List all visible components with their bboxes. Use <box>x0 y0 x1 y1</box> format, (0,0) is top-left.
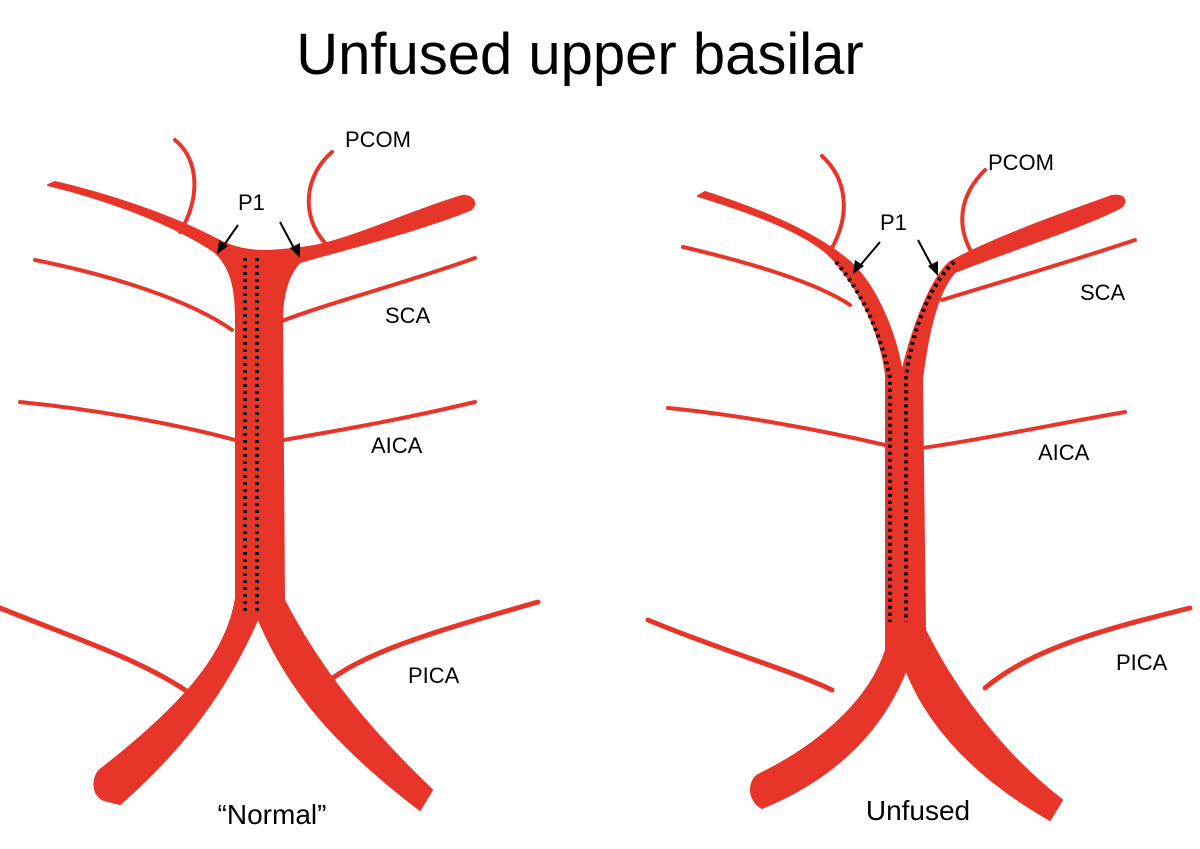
unfused-aica-left <box>666 406 887 447</box>
unfused-sca-left <box>681 245 852 307</box>
normal-sca-left <box>33 258 234 332</box>
unfused-label-pcom: PCOM <box>988 150 1054 175</box>
unfused-pcom-right <box>960 168 987 257</box>
normal-caption: “Normal” <box>218 799 327 830</box>
unfused-pica-right <box>982 605 1193 691</box>
unfused-pcom-left <box>820 154 846 250</box>
normal-p1-arrowhead-left <box>217 240 228 254</box>
unfused-dots-left-p1 <box>834 260 892 622</box>
unfused-label-sca: SCA <box>1080 280 1126 305</box>
unfused-p1-arrow-left <box>857 241 881 269</box>
unfused-sca-right <box>940 238 1137 302</box>
unfused-label-pica: PICA <box>1116 650 1168 675</box>
unfused-caption: Unfused <box>866 795 970 826</box>
unfused-pica-left <box>645 617 835 693</box>
diagram-title: Unfused upper basilar <box>296 22 863 87</box>
unfused-aica-right <box>920 410 1127 450</box>
normal-label-sca: SCA <box>385 303 431 328</box>
unfused-p1-arrowhead-left <box>853 260 864 274</box>
normal-label-p1: P1 <box>238 190 265 215</box>
unfused-panel: PCOM P1 SCA AICA PICA Unfused <box>645 150 1193 826</box>
unfused-p1-arrowhead-right <box>928 261 938 276</box>
normal-basilar-trunk <box>47 181 476 811</box>
unfused-basilar-trunk <box>697 191 1126 821</box>
normal-pcom-left <box>173 138 197 234</box>
normal-pcom-right <box>306 150 334 245</box>
normal-panel: PCOM P1 SCA AICA PICA “Normal” <box>0 127 541 830</box>
normal-pica-right <box>327 599 541 683</box>
unfused-label-p1: P1 <box>880 210 907 235</box>
normal-p1-arrowhead-right <box>290 243 300 258</box>
normal-sca-right <box>270 256 477 327</box>
normal-label-pica: PICA <box>408 663 460 688</box>
unfused-dots-right-p1 <box>904 260 956 622</box>
normal-aica-right <box>270 400 477 444</box>
unfused-label-aica: AICA <box>1038 440 1090 465</box>
normal-label-aica: AICA <box>371 433 423 458</box>
normal-aica-left <box>18 400 237 442</box>
normal-pica-left <box>0 605 188 693</box>
normal-label-pcom: PCOM <box>345 127 411 152</box>
